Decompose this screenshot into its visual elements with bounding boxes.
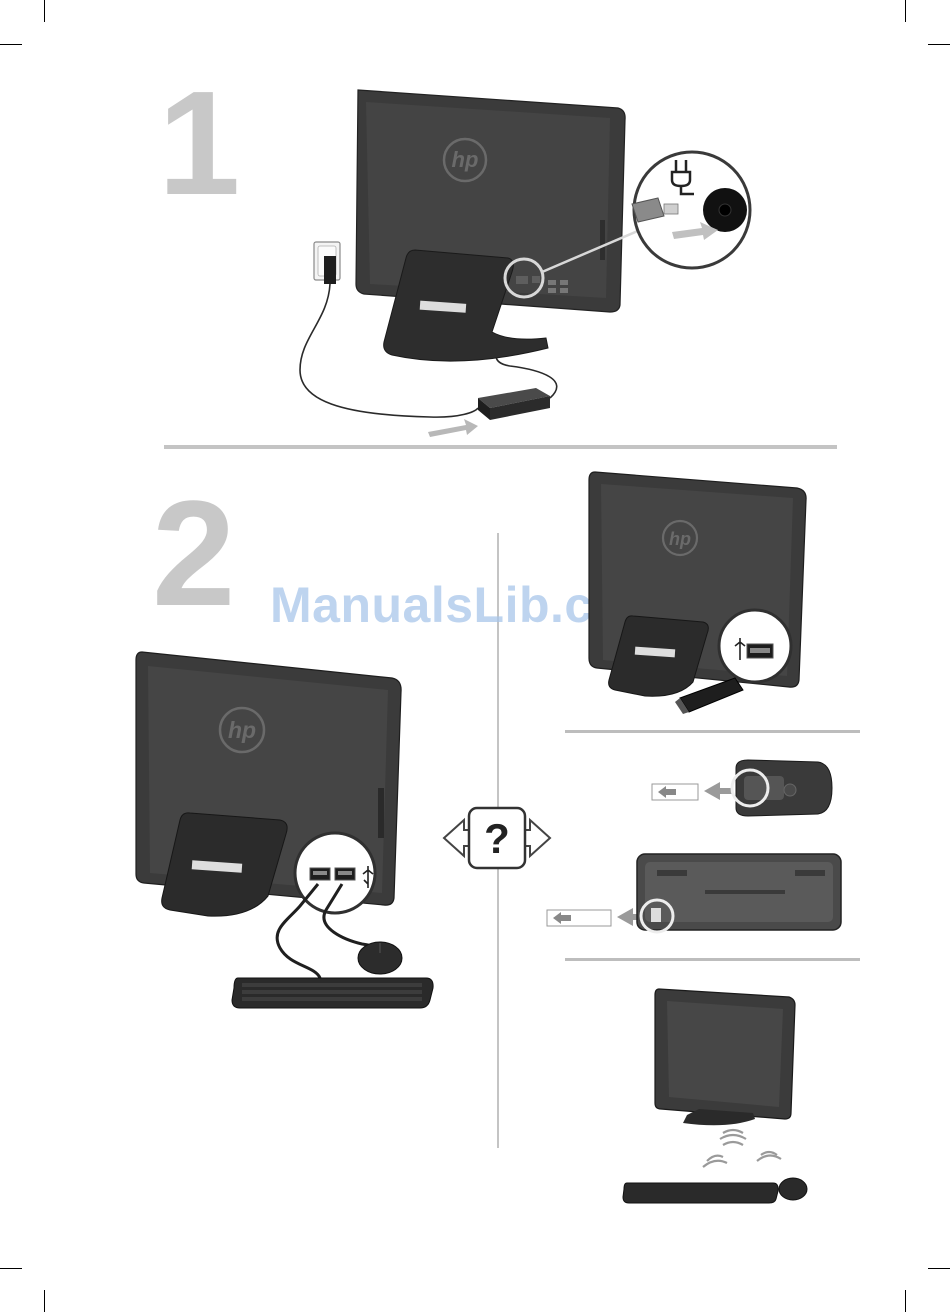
crop-mark bbox=[928, 1268, 950, 1269]
crop-mark bbox=[0, 44, 22, 45]
step-number-1: 1 bbox=[158, 70, 240, 218]
arrow-icon bbox=[652, 784, 698, 800]
mouse-battery-tab-illustration bbox=[650, 758, 840, 820]
svg-text:hp: hp bbox=[228, 717, 256, 743]
wired-usb-illustration: hp bbox=[130, 648, 440, 1013]
wireless-signal-icon bbox=[703, 1130, 781, 1167]
svg-text:hp: hp bbox=[452, 147, 479, 172]
wireless-receiver-illustration: hp bbox=[585, 468, 815, 718]
crop-mark bbox=[44, 0, 45, 22]
section-divider bbox=[164, 445, 837, 449]
step-number-2: 2 bbox=[152, 478, 235, 628]
crop-mark bbox=[44, 1290, 45, 1312]
crop-mark bbox=[0, 1268, 22, 1269]
question-mark-icon: ? bbox=[484, 815, 510, 862]
option-divider bbox=[565, 958, 860, 961]
wireless-setup-illustration bbox=[615, 985, 815, 1205]
keyboard-battery-tab-illustration bbox=[545, 850, 845, 935]
crop-mark bbox=[905, 1290, 906, 1312]
arrow-icon bbox=[547, 910, 611, 926]
wall-outlet bbox=[314, 242, 340, 284]
power-connection-illustration: hp bbox=[280, 80, 760, 445]
help-choice-indicator: ? bbox=[442, 806, 552, 871]
option-divider bbox=[565, 730, 860, 733]
crop-mark bbox=[905, 0, 906, 22]
svg-text:hp: hp bbox=[669, 529, 691, 549]
crop-mark bbox=[928, 44, 950, 45]
